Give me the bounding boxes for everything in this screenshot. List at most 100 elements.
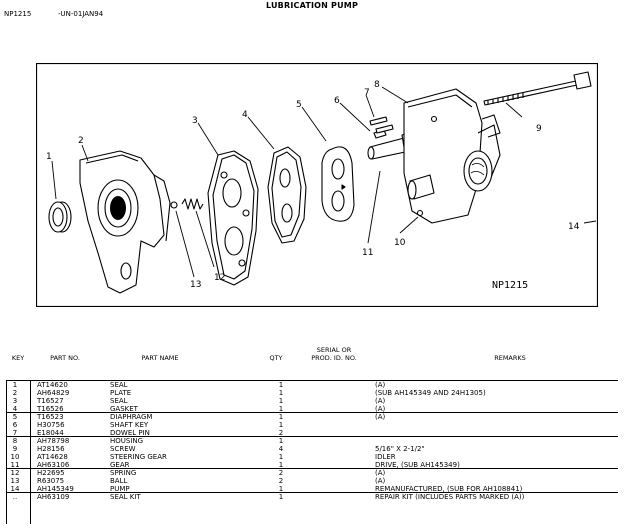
header-serial-line1: SERIAL OR xyxy=(316,346,352,354)
cell-key: 11 xyxy=(10,461,20,469)
cell-qty: 2 xyxy=(278,469,284,477)
row-separator xyxy=(6,436,618,437)
cell-qty: 1 xyxy=(278,413,284,421)
part-2-plate xyxy=(79,150,171,294)
page-title: LUBRICATION PUMP xyxy=(265,1,359,10)
callout-1: 1 xyxy=(46,152,52,162)
cell-qty: 1 xyxy=(278,405,284,413)
cell-key: 1 xyxy=(12,381,18,389)
cell-qty: 1 xyxy=(278,485,284,493)
header-part-name: PART NAME xyxy=(141,354,179,362)
header-qty: QTY xyxy=(269,354,283,362)
cell-part-no: E18044 xyxy=(37,429,64,437)
cell-part-no: H30756 xyxy=(37,421,65,429)
cell-part-name: SEAL xyxy=(110,397,128,405)
figure-id: NP1215 xyxy=(492,280,528,291)
cell-key: 2 xyxy=(12,389,18,397)
cell-part-no: AH64829 xyxy=(37,389,70,397)
cell-qty: 1 xyxy=(278,381,284,389)
cell-part-no: AH63106 xyxy=(37,461,70,469)
cell-part-no: T16523 xyxy=(37,413,64,421)
part-1-seal xyxy=(48,201,72,233)
cell-part-name: GEAR xyxy=(110,461,130,469)
cell-part-no: R63075 xyxy=(37,477,65,485)
cell-qty: 1 xyxy=(278,421,284,429)
callout-10: 10 xyxy=(394,238,406,248)
callout-6: 6 xyxy=(334,96,340,106)
cell-key: 5 xyxy=(12,413,18,421)
cell-part-name: GASKET xyxy=(110,405,138,413)
cell-key: 8 xyxy=(12,437,18,445)
cell-part-no: H28156 xyxy=(37,445,65,453)
callout-4: 4 xyxy=(242,110,248,120)
cell-key: 14 xyxy=(10,485,20,493)
cell-key: 10 xyxy=(10,453,20,461)
callout-11: 11 xyxy=(362,248,373,258)
cell-part-no: H22695 xyxy=(37,469,65,477)
callout-2: 2 xyxy=(78,136,84,146)
cell-qty: 4 xyxy=(278,445,284,453)
cell-remarks: 5/16" X 2-1/2" xyxy=(375,445,425,453)
cell-part-name: SEAL KIT xyxy=(110,493,141,501)
part-3-seal-plate xyxy=(207,150,259,286)
cell-part-name: PUMP xyxy=(110,485,130,493)
callout-9: 9 xyxy=(536,124,542,134)
cell-part-no: AH78798 xyxy=(37,437,70,445)
cell-part-name: STEERING GEAR xyxy=(110,453,167,461)
cell-remarks: (A) xyxy=(375,405,386,413)
cell-remarks: (A) xyxy=(375,381,386,389)
cell-qty: 1 xyxy=(278,461,284,469)
row-separator xyxy=(6,468,618,469)
callout-14: 14 xyxy=(568,222,580,232)
cell-qty: 1 xyxy=(278,389,284,397)
part-9-screw xyxy=(483,71,592,106)
part-8-housing xyxy=(403,88,501,224)
cell-part-name: SHAFT KEY xyxy=(110,421,149,429)
cell-part-no: AT14620 xyxy=(37,381,68,389)
document-date: -UN-01JAN94 xyxy=(58,10,104,18)
cell-qty: 1 xyxy=(278,397,284,405)
cell-qty: 2 xyxy=(278,429,284,437)
cell-qty: 2 xyxy=(278,477,284,485)
callout-5: 5 xyxy=(296,100,302,110)
table-row: 1 AT14620 SEAL 1 (A) xyxy=(0,381,624,389)
cell-part-name: PLATE xyxy=(110,389,132,397)
exploded-view-diagram: 1 2 3 4 5 6 7 8 9 10 11 12 13 14 NP1215 xyxy=(36,63,598,307)
row-separator xyxy=(6,412,618,413)
part-10-idler-gear xyxy=(407,174,435,200)
part-7-dowel-pins xyxy=(369,116,394,134)
cell-remarks: DRIVE, (SUB AH145349) xyxy=(375,461,460,469)
cell-remarks: (A) xyxy=(375,397,386,405)
cell-key: 4 xyxy=(12,405,18,413)
cell-remarks: IDLER xyxy=(375,453,396,461)
cell-key: 6 xyxy=(12,421,18,429)
cell-part-no: AT14628 xyxy=(37,453,68,461)
header-key: KEY xyxy=(11,354,25,362)
cell-part-name: SPRING xyxy=(110,469,137,477)
callout-leaders xyxy=(51,86,597,278)
callout-labels: 1 2 3 4 5 6 7 8 9 10 11 12 13 14 NP1215 xyxy=(46,80,580,291)
callout-13: 13 xyxy=(190,280,201,290)
cell-part-name: DIAPHRAGM xyxy=(110,413,153,421)
document-id: NP1215 xyxy=(4,10,32,18)
cell-part-name: SEAL xyxy=(110,381,128,389)
cell-key: .. xyxy=(12,493,18,501)
table-row: 6 H30756 SHAFT KEY 1 xyxy=(0,421,624,429)
cell-key: 13 xyxy=(10,477,20,485)
callout-8: 8 xyxy=(374,80,380,90)
cell-part-no: AH145349 xyxy=(37,485,74,493)
row-separator xyxy=(6,492,618,493)
cell-qty: 1 xyxy=(278,437,284,445)
table-left-border xyxy=(6,380,7,524)
column-divider xyxy=(30,380,31,524)
